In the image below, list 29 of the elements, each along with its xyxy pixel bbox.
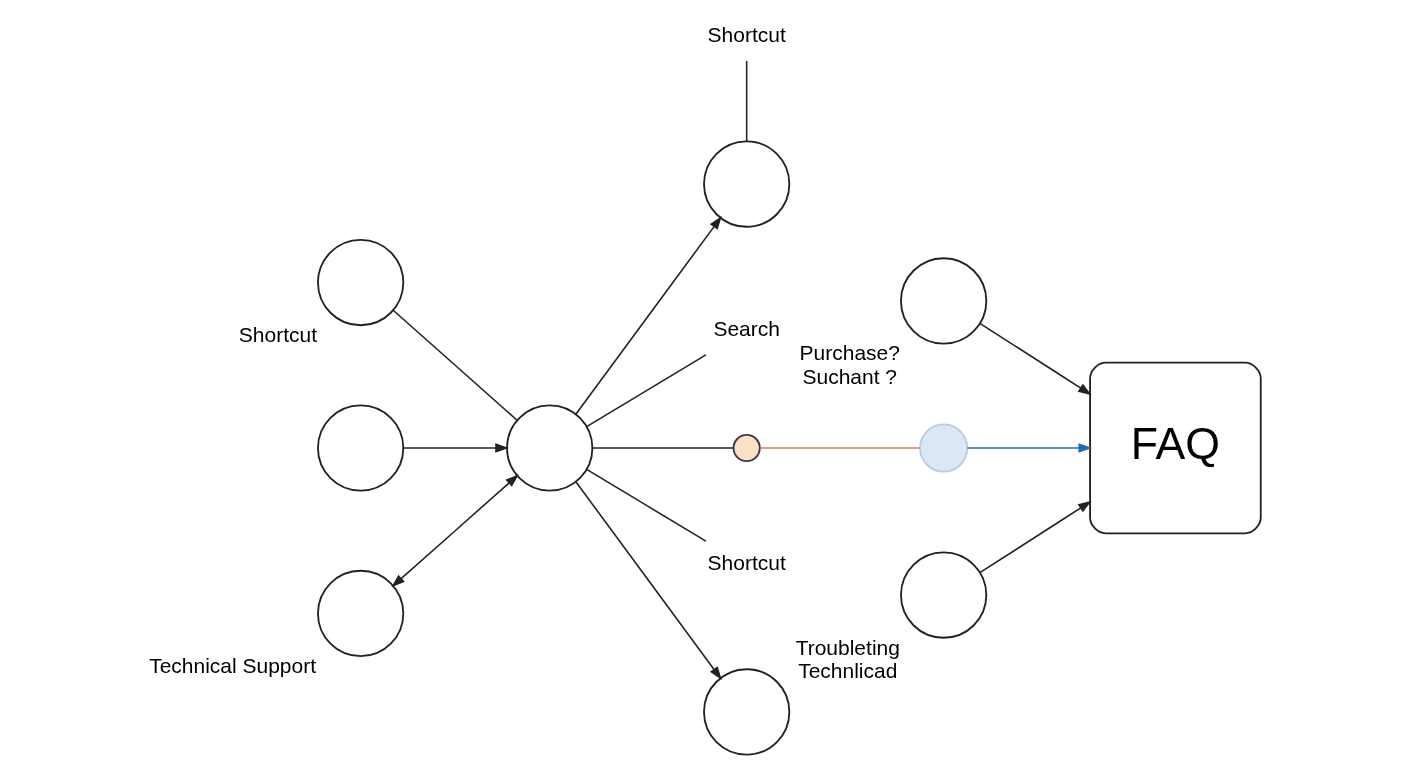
connector [759, 447, 921, 449]
node-text: Search [713, 317, 780, 341]
connector [585, 468, 707, 542]
node-circle [900, 257, 988, 345]
node-circle [732, 433, 761, 463]
node-circle [919, 423, 969, 473]
node-text: Shortcut [707, 23, 786, 47]
connector [392, 309, 518, 422]
arrow [575, 216, 722, 415]
node-circle [317, 404, 405, 492]
node-label: Suchant ? [802, 365, 898, 389]
arrow [575, 481, 722, 681]
arrow [979, 500, 1092, 574]
connector [585, 354, 707, 428]
node-label: Technical Support [149, 653, 317, 677]
arrow [979, 322, 1092, 396]
node-text: Shortcut [707, 550, 786, 574]
connector [591, 447, 735, 449]
connector [745, 60, 748, 142]
arrow [402, 443, 509, 453]
node-label: Purchase? [799, 341, 900, 365]
arrow [966, 443, 1093, 453]
node-label: Troubleting [795, 635, 900, 659]
node-label: Shortcut [238, 323, 318, 347]
node-box: FAQ [1089, 361, 1262, 535]
node-circle [317, 238, 405, 327]
node-circle [900, 551, 988, 639]
node-label: Technlicad [798, 659, 898, 683]
arrow [391, 474, 519, 588]
